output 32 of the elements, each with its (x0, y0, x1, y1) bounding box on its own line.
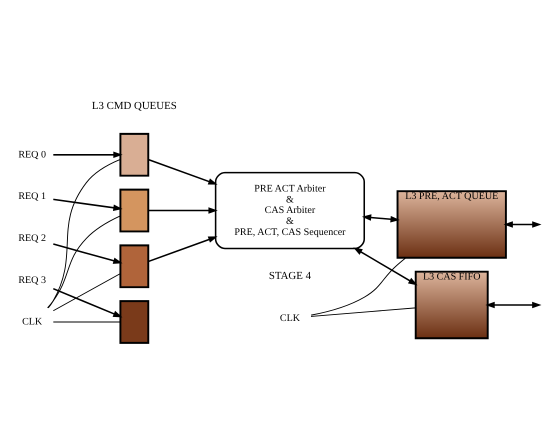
connector (48, 158, 121, 308)
label: STAGE 4 (268, 270, 312, 282)
arrow (53, 287, 122, 317)
node-box: PRE ACT Arbiter & CAS Arbiter & PRE, ACT, CAS Sequencer (214, 171, 366, 249)
label: L3 CMD QUEUES (92, 99, 177, 112)
node-box (119, 244, 150, 288)
arrow (53, 242, 123, 264)
node-text: REQ 1 (18, 190, 46, 202)
connector (310, 256, 406, 316)
connector (52, 321, 121, 322)
arrow (53, 151, 123, 158)
node-text: REQ 0 (18, 148, 46, 160)
node-text: CLK (280, 312, 300, 324)
connector (52, 272, 121, 311)
arrow (148, 158, 218, 184)
node-text: CLK (22, 316, 42, 328)
node-box (119, 188, 150, 232)
node-box: L3 CAS FIFO (414, 270, 489, 339)
arrow (504, 220, 542, 228)
arrow (485, 301, 542, 308)
node-box (119, 300, 150, 344)
arrow (148, 206, 218, 214)
connector (310, 306, 416, 316)
arrow (353, 246, 418, 285)
node-text: REQ 2 (18, 232, 46, 244)
arrow (148, 236, 218, 262)
node-box: L3 PRE, ACT QUEUE (396, 190, 507, 258)
arrow (53, 198, 123, 210)
node-box (119, 132, 150, 176)
node-text: REQ 3 (18, 274, 46, 286)
arrow (362, 214, 400, 222)
connector (47, 215, 121, 308)
